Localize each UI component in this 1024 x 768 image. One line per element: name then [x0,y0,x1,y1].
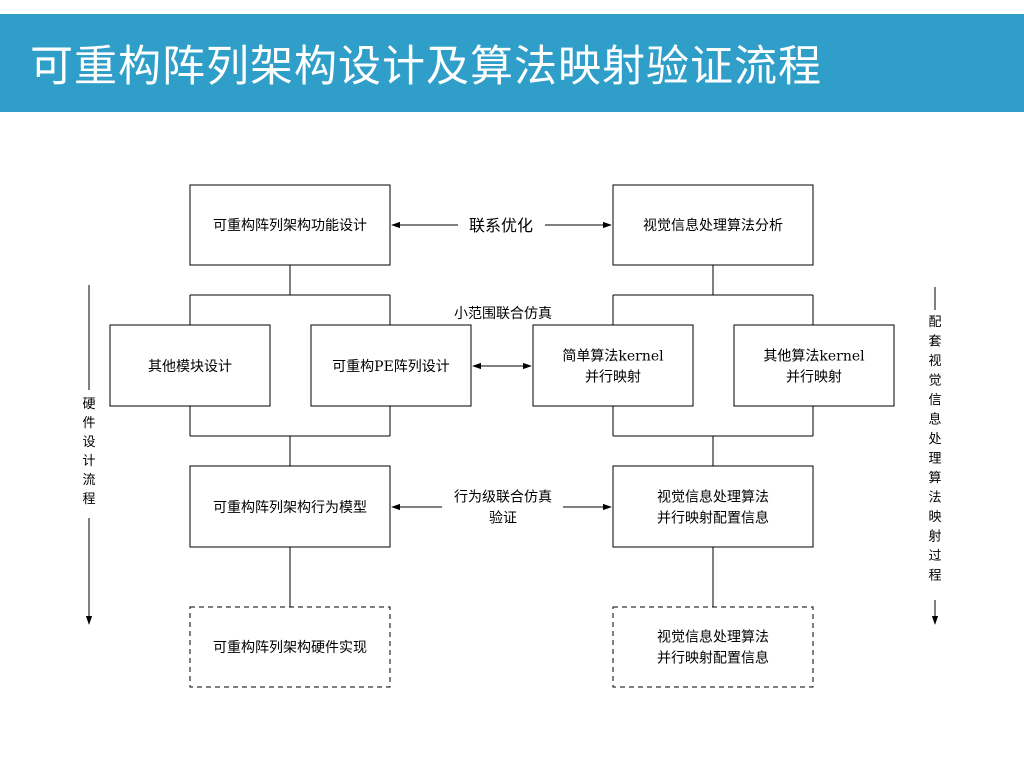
hardware-flow-arrow: 硬件设计流程 [82,285,96,625]
svg-text:可重构阵列架构硬件实现: 可重构阵列架构硬件实现 [213,640,367,656]
algo-mapping-flow-label: 配套视觉信息处理算法映射过程 [928,315,941,584]
left-connectors [189,265,391,607]
svg-text:视觉信息处理算法并行映射配置信息: 视觉信息处理算法并行映射配置信息 [657,489,769,527]
hardware-flow-label: 硬件设计流程 [82,397,95,507]
svg-text:可重构PE阵列设计: 可重构PE阵列设计 [332,359,450,375]
box-arch-function-design: 可重构阵列架构功能设计 [189,184,391,266]
title-bar: 可重构阵列架构设计及算法映射验证流程 [0,14,1024,112]
box-pe-array-design: 可重构PE阵列设计 [310,324,472,407]
box-mapping-config-info-final: 视觉信息处理算法并行映射配置信息 [612,606,814,688]
link-small-scale-cosim: 小范围联合仿真 [454,305,552,370]
svg-text:可重构阵列架构功能设计: 可重构阵列架构功能设计 [213,218,367,234]
svg-text:其他模块设计: 其他模块设计 [148,359,232,375]
svg-text:视觉信息处理算法并行映射配置信息: 视觉信息处理算法并行映射配置信息 [657,629,769,667]
right-connectors [612,265,814,607]
link-small-scale-cosim-label: 小范围联合仿真 [454,305,552,322]
box-behavior-model: 可重构阵列架构行为模型 [189,465,391,548]
link-behavior-cosim-label: 行为级联合仿真验证 [454,490,552,527]
box-other-module-design: 其他模块设计 [109,324,271,407]
box-hardware-impl: 可重构阵列架构硬件实现 [189,606,391,688]
link-joint-optimization: 联系优化 [391,216,612,235]
slide-title: 可重构阵列架构设计及算法映射验证流程 [30,42,822,92]
box-vision-algo-analysis: 视觉信息处理算法分析 [612,184,814,266]
link-behavior-cosim: 行为级联合仿真验证 [391,490,612,527]
svg-text:视觉信息处理算法分析: 视觉信息处理算法分析 [643,217,783,234]
algo-mapping-flow-arrow: 配套视觉信息处理算法映射过程 [928,287,942,625]
box-mapping-config-info: 视觉信息处理算法并行映射配置信息 [612,465,814,548]
link-joint-optimization-label: 联系优化 [469,216,533,235]
svg-text:可重构阵列架构行为模型: 可重构阵列架构行为模型 [213,500,367,516]
